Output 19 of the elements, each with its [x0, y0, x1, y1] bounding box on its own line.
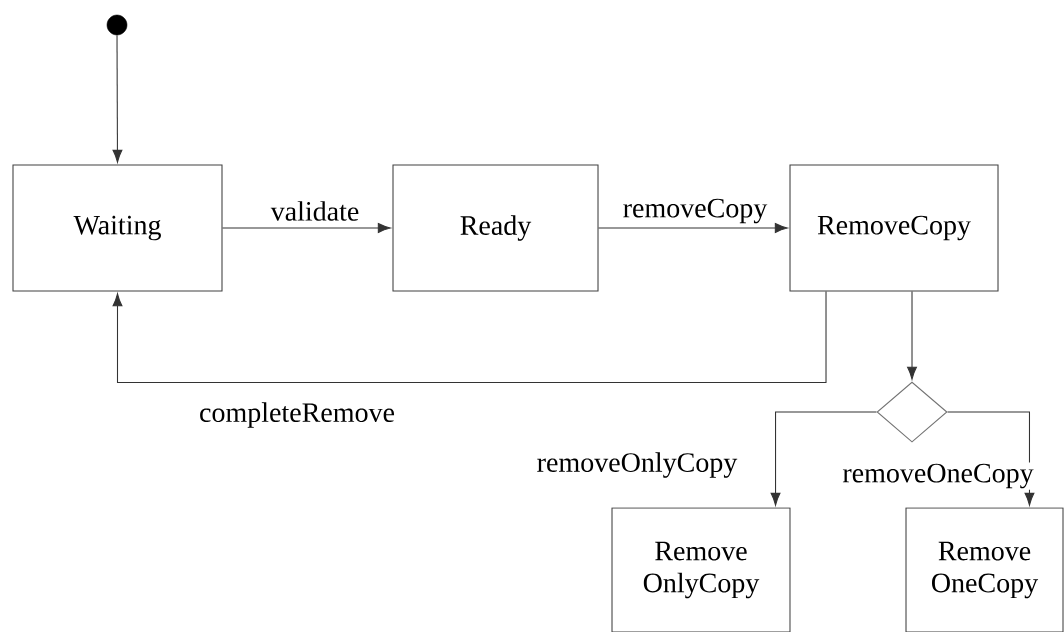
edge-label: validate: [269, 199, 361, 223]
arrow: [947, 411, 1035, 506]
initial-state-dot: [106, 14, 128, 36]
state-box: Remove OneCopy: [905, 507, 1064, 632]
arrow: [907, 291, 917, 380]
edge-label: removeOneCopy: [841, 462, 1035, 490]
arrow: [222, 223, 391, 233]
state-box: Remove OnlyCopy: [611, 507, 791, 632]
edge-label: completeRemove: [197, 401, 397, 430]
arrow: [112, 34, 123, 163]
state-box: Waiting: [12, 164, 223, 292]
edge-label: removeOnlyCopy: [535, 450, 739, 480]
decision-diamond: [876, 381, 948, 443]
arrow: [598, 223, 788, 233]
state-box: RemoveCopy: [789, 164, 999, 292]
arrow: [112, 291, 827, 384]
state-box: Ready: [392, 164, 599, 292]
edge-label: removeCopy: [621, 197, 769, 225]
arrow: [770, 411, 877, 506]
